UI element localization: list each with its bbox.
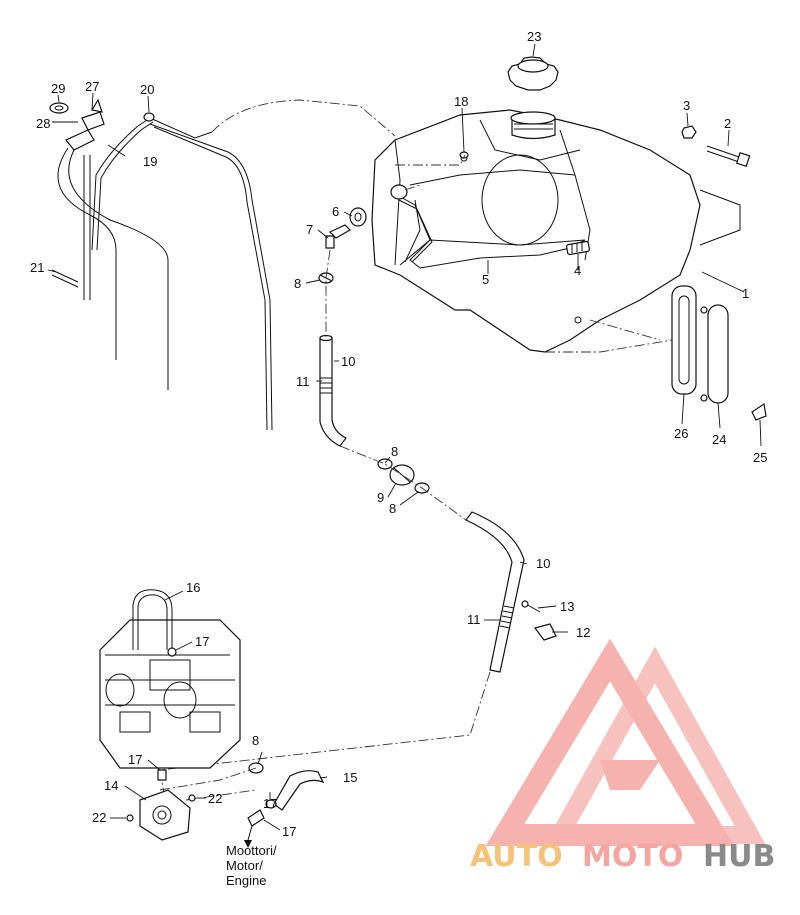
callout-18: 18 [454, 94, 468, 109]
callout-4: 4 [574, 263, 581, 278]
sender-line-a [57, 147, 117, 360]
clip-25 [751, 402, 767, 421]
vent-line-long [149, 117, 273, 431]
fuel-hose-lower [465, 511, 525, 673]
callout-11a: 11 [296, 374, 310, 389]
fuel-tank [371, 109, 741, 353]
pad-24 [700, 304, 729, 404]
callout-11b: 11 [467, 612, 481, 627]
callout-8a: 8 [294, 276, 301, 291]
callout-29: 29 [51, 81, 65, 96]
watermark-text: AUTO MOTO HUB [470, 839, 775, 874]
watermark-moto: MOTO [582, 839, 683, 874]
pin-21 [51, 269, 79, 288]
fuel-hose-15 [273, 770, 325, 811]
fitting-17-engine [167, 647, 177, 657]
callout-28: 28 [36, 116, 50, 131]
watermark-hub: HUB [703, 839, 775, 874]
callout-24: 24 [712, 432, 726, 447]
callout-17c: 17 [263, 796, 277, 811]
fuel-pump-14 [126, 789, 196, 841]
leader-lines [47, 43, 762, 831]
route-line-top [211, 99, 396, 137]
grommet-20 [143, 112, 155, 122]
callout-labels: 1 2 3 4 5 6 7 8 8 9 8 8 10 11 10 11 12 1… [30, 29, 767, 839]
callout-8c: 8 [389, 501, 396, 516]
bolt-2 [706, 145, 751, 168]
callout-7: 7 [306, 222, 313, 237]
callout-8d: 8 [252, 733, 259, 748]
callout-20: 20 [140, 82, 154, 97]
watermark-logo [485, 638, 766, 846]
washer-29 [49, 102, 69, 114]
engine-label-line-1: Moottori/ [226, 843, 277, 858]
callout-13: 13 [560, 599, 574, 614]
engine-label-line-3: Engine [226, 873, 267, 888]
callout-21: 21 [30, 260, 44, 275]
screw-22-right [188, 794, 196, 802]
watermark-auto: AUTO [470, 839, 563, 874]
fitting-17-lower [247, 799, 277, 827]
callout-26: 26 [674, 426, 688, 441]
callout-16: 16 [186, 580, 200, 595]
clamp-8-middle [377, 458, 393, 470]
callout-12: 12 [576, 625, 590, 640]
callout-1: 1 [742, 286, 749, 301]
callout-8b: 8 [391, 444, 398, 459]
callout-3: 3 [683, 98, 690, 113]
fuel-cap [507, 56, 559, 91]
strap-26 [671, 285, 697, 395]
vent-line-19 [91, 117, 151, 251]
callout-17b: 17 [128, 752, 142, 767]
callout-22a: 22 [208, 791, 222, 806]
callout-25: 25 [753, 450, 767, 465]
callout-19: 19 [143, 154, 157, 169]
callout-10a: 10 [341, 354, 355, 369]
callout-17a: 17 [195, 634, 209, 649]
callout-17d: 17 [282, 824, 296, 839]
callout-23: 23 [527, 29, 541, 44]
fuel-loop-16 [132, 589, 173, 650]
fitting-4 [566, 240, 590, 256]
callout-27: 27 [85, 79, 99, 94]
fitting-17-pump [157, 769, 167, 781]
grommet-6 [349, 184, 408, 227]
engine-label-line-2: Motor/ [226, 858, 263, 873]
callout-10b: 10 [536, 556, 550, 571]
elbow-fitting-7 [325, 224, 351, 249]
callout-6: 6 [332, 204, 339, 219]
callout-9: 9 [377, 490, 384, 505]
fuel-hose-upper [319, 334, 347, 447]
sender-line-b [68, 149, 169, 390]
engine-block [99, 619, 241, 769]
callout-22b: 22 [92, 810, 106, 825]
sender-27 [65, 98, 105, 151]
callout-15: 15 [343, 770, 357, 785]
bracket-12 [533, 623, 557, 641]
nut-3 [681, 125, 697, 139]
callout-5: 5 [482, 272, 489, 287]
screw-22-left [126, 814, 134, 822]
clamp-8-upper [318, 272, 334, 284]
engine-label: Moottori/ Motor/ Engine [226, 843, 306, 888]
screw-13 [521, 600, 541, 613]
callout-14: 14 [104, 778, 118, 793]
callout-2: 2 [724, 116, 731, 131]
